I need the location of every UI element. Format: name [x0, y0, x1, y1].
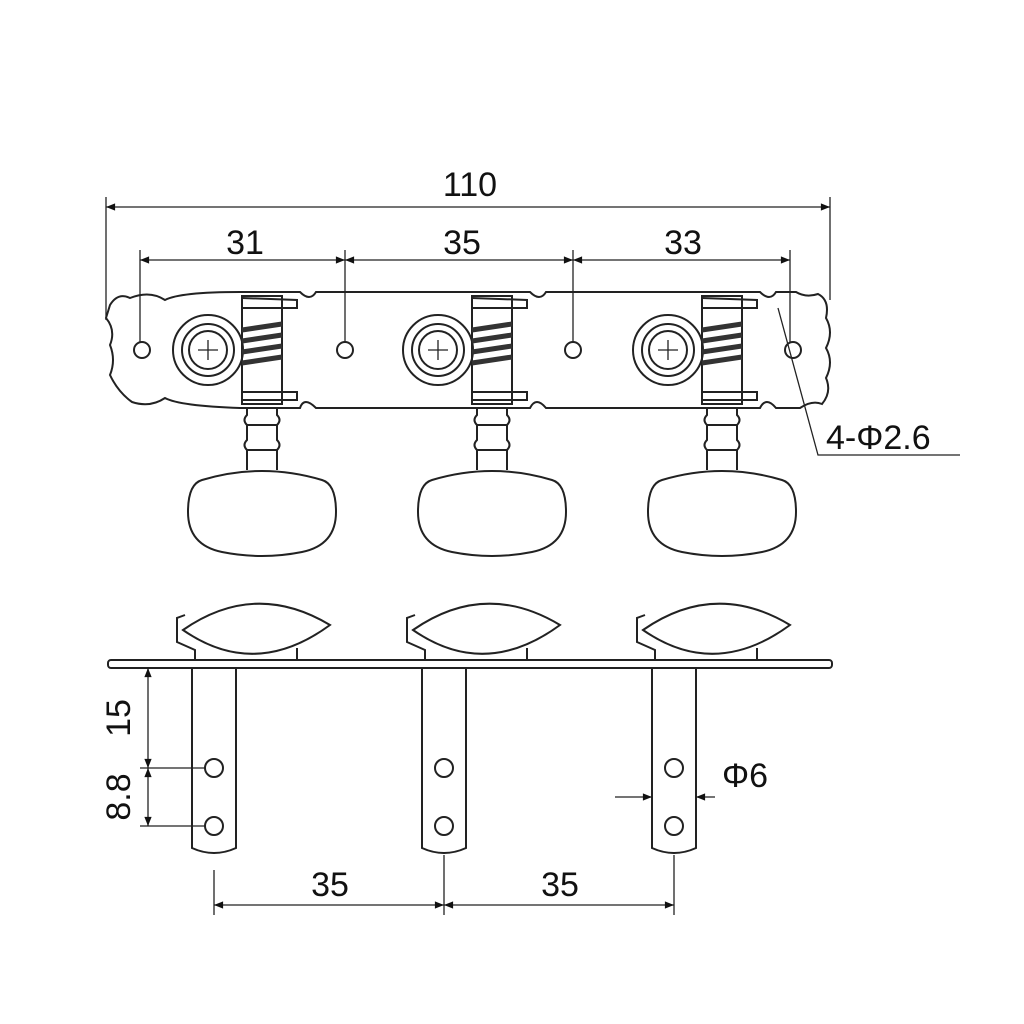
housing-tab-top-1 — [241, 297, 298, 309]
mounting-hole-3 — [564, 341, 582, 359]
side-knob-1 — [181, 602, 332, 655]
side-housing-2 — [406, 614, 426, 660]
screw-head-1 — [188, 330, 228, 370]
post-hole-lower-3 — [664, 816, 684, 836]
capstan-ring-3 — [641, 323, 695, 377]
worm-thread-1-1 — [241, 321, 283, 333]
tuner-shaft-2 — [473, 408, 511, 470]
capstan-ring-2 — [411, 323, 465, 377]
screw-head-3 — [648, 330, 688, 370]
phillips-screw-icon-2 — [428, 340, 448, 360]
dim-hole-spacing: 8.8 — [100, 773, 138, 820]
post-hole-upper-2 — [434, 758, 454, 778]
side-plate — [107, 659, 833, 669]
worm-thread-2-4 — [471, 354, 513, 366]
worm-thread-3-3 — [701, 343, 743, 355]
worm-thread-2-1 — [471, 321, 513, 333]
string-post-3 — [651, 668, 697, 854]
dim-post-spacing-2: 35 — [541, 866, 579, 904]
mounting-hole-4 — [784, 341, 802, 359]
tuner-shaft-3 — [703, 408, 741, 470]
dim-post-diameter: Φ6 — [722, 757, 768, 795]
side-housing-1 — [176, 614, 196, 660]
string-post-1 — [191, 668, 237, 854]
screw-head-2 — [418, 330, 458, 370]
housing-tab-bottom-1 — [242, 391, 298, 401]
top-plate — [104, 291, 831, 409]
dim-spacing-1: 31 — [226, 224, 264, 262]
housing-tab-bottom-3 — [702, 391, 758, 401]
tuner-shaft-1 — [243, 408, 281, 470]
string-post-2 — [421, 668, 467, 854]
dim-post-height: 15 — [100, 699, 138, 737]
capstan-ring-1 — [181, 323, 235, 377]
side-housing-3 — [636, 614, 656, 660]
post-hole-upper-1 — [204, 758, 224, 778]
worm-thread-2-3 — [471, 343, 513, 355]
dim-overall-length: 110 — [443, 166, 497, 204]
housing-tab-bottom-2 — [472, 391, 528, 401]
phillips-screw-icon-3 — [658, 340, 678, 360]
dim-mounting-holes: 4-Φ2.6 — [826, 419, 931, 457]
post-hole-lower-2 — [434, 816, 454, 836]
tuner-knob-1 — [186, 470, 338, 557]
worm-thread-2-2 — [471, 332, 513, 344]
mounting-hole-2 — [336, 341, 354, 359]
worm-thread-3-4 — [701, 354, 743, 366]
housing-tab-top-2 — [471, 297, 528, 309]
side-knob-3 — [641, 602, 792, 655]
mounting-hole-1 — [133, 341, 151, 359]
leader-mounting-holes — [777, 307, 960, 456]
side-knob-2 — [411, 602, 562, 655]
tuner-knob-3 — [646, 470, 798, 557]
worm-thread-3-2 — [701, 332, 743, 344]
worm-thread-1-2 — [241, 332, 283, 344]
tuner-knob-2 — [416, 470, 568, 557]
worm-thread-3-1 — [701, 321, 743, 333]
dim-post-spacing-1: 35 — [311, 866, 349, 904]
worm-thread-1-4 — [241, 354, 283, 366]
post-hole-upper-3 — [664, 758, 684, 778]
phillips-screw-icon-1 — [198, 340, 218, 360]
housing-tab-top-3 — [701, 297, 758, 309]
dim-spacing-2: 35 — [443, 224, 481, 262]
worm-thread-1-3 — [241, 343, 283, 355]
post-hole-lower-1 — [204, 816, 224, 836]
dim-spacing-3: 33 — [664, 224, 702, 262]
